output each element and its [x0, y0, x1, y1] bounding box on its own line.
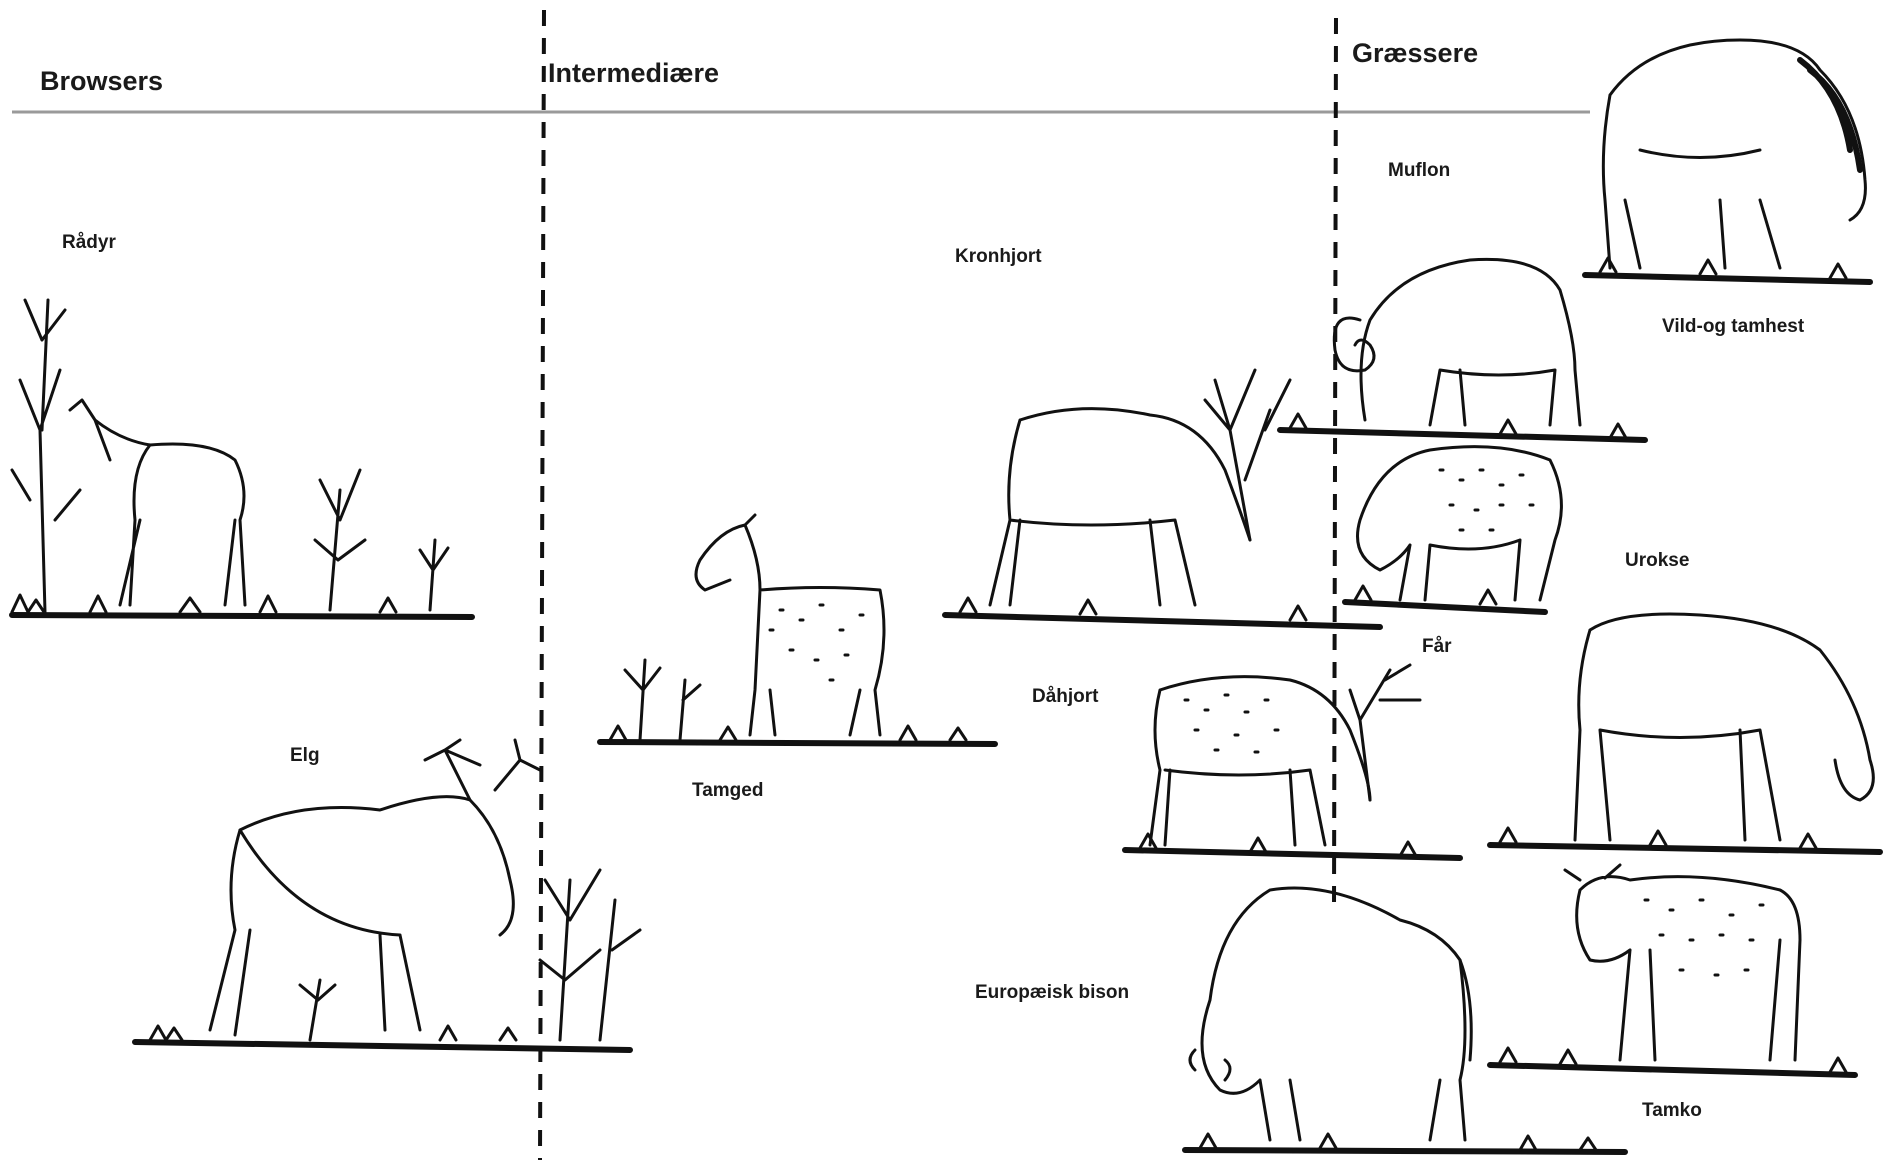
- red-deer-illustration: [945, 370, 1380, 627]
- label-sheep: Får: [1422, 636, 1452, 658]
- divider-intermediate-grazers: [1334, 18, 1336, 910]
- sheep-illustration: [1345, 447, 1561, 612]
- label-horse: Vild-og tamhest: [1662, 316, 1804, 338]
- label-elk: Elg: [290, 745, 320, 767]
- divider-browsers-intermediate: [540, 10, 544, 1160]
- label-red-deer: Kronhjort: [955, 246, 1042, 268]
- label-mouflon: Muflon: [1388, 160, 1450, 182]
- european-bison-illustration: [1185, 888, 1625, 1152]
- label-domestic-goat: Tamged: [692, 780, 763, 802]
- domestic-cattle-illustration: [1490, 865, 1855, 1075]
- label-roe-deer: Rådyr: [62, 232, 116, 254]
- header-grazers: Græssere: [1352, 38, 1478, 69]
- header-intermediate: Intermediære: [548, 58, 719, 89]
- elk-illustration: [135, 740, 640, 1050]
- label-european-bison: Europæisk bison: [975, 982, 1129, 1004]
- fallow-deer-illustration: [1125, 665, 1460, 858]
- domestic-goat-illustration: [600, 515, 995, 744]
- label-aurochs: Urokse: [1625, 550, 1689, 572]
- header-browsers: Browsers: [40, 66, 163, 97]
- roe-deer-illustration: [12, 300, 472, 617]
- horse-illustration: [1585, 40, 1870, 282]
- label-domestic-cattle: Tamko: [1642, 1100, 1702, 1122]
- label-fallow-deer: Dåhjort: [1032, 686, 1099, 708]
- aurochs-illustration: [1490, 614, 1880, 852]
